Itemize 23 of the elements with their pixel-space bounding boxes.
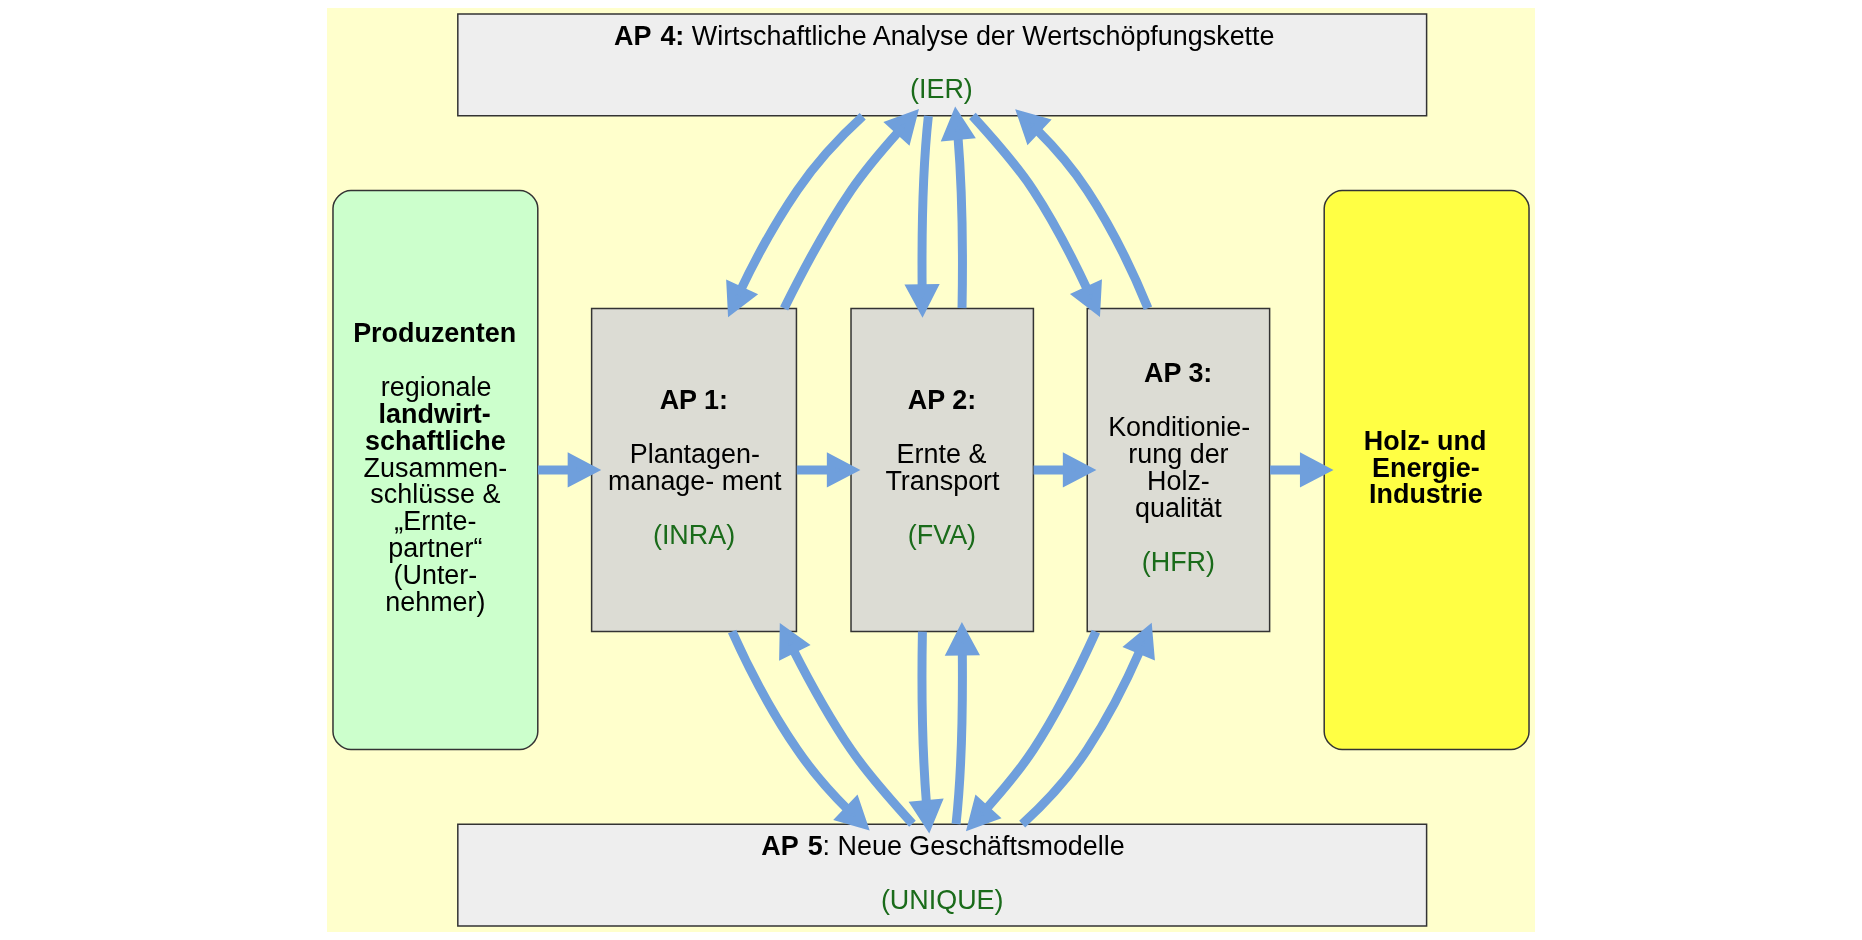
arrow [537, 452, 602, 488]
arrow [726, 112, 866, 318]
arrow [796, 452, 861, 488]
arrow [1019, 622, 1155, 828]
node-box: AP 1: Plantagen- manage- ment (INRA) [590, 307, 798, 633]
arrow [965, 629, 1100, 832]
arrow [728, 629, 870, 831]
arrow [908, 631, 944, 834]
arrow [944, 621, 980, 825]
node-box: AP 2: Ernte & Transport (FVA) [850, 307, 1035, 633]
arrow [780, 109, 919, 311]
arrow [779, 622, 916, 827]
node-box: AP 4: Wirtschaftliche Analyse der Wertschöpfungskette (IER) [457, 13, 1428, 117]
arrow [1033, 452, 1097, 488]
node-box: Produzenten regionale landwirt- schaftliche Zusammen- schlüsse & „Ernte- partner“ (Unter- nehmer) [332, 189, 539, 751]
arrow [940, 106, 976, 309]
arrow [969, 112, 1102, 318]
node-box: AP 5: Neue Geschäftsmodelle (UNIQUE) [457, 823, 1428, 927]
arrow [904, 115, 940, 318]
node-box: Holz- und Energie- Industrie [1323, 189, 1530, 751]
arrow [1015, 109, 1153, 310]
node-box: AP 3: Konditionie- rung der Holz- qualität (HFR) [1086, 307, 1271, 633]
arrow [1270, 452, 1334, 488]
